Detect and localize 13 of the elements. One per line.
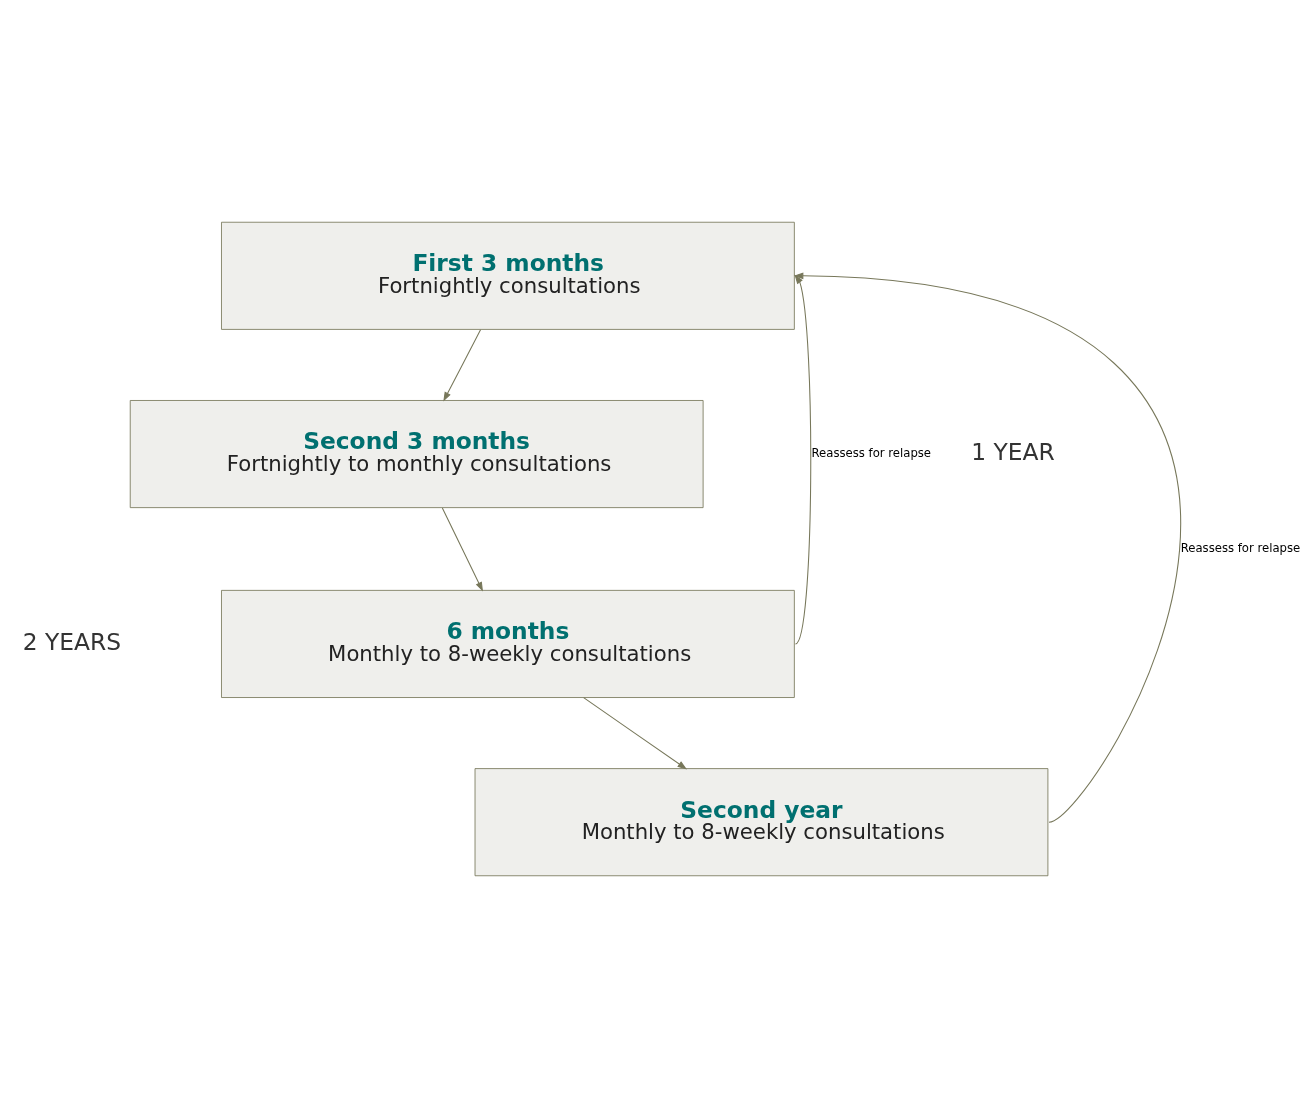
arrow: [582, 696, 687, 769]
edge-label: Reassess for relapse: [811, 445, 931, 460]
node-box: Second 3 months Fortnightly to monthly consultations: [129, 399, 704, 508]
edge-label: Reassess for relapse: [1180, 540, 1300, 555]
node-box: First 3 months Fortnightly consultations: [220, 221, 795, 330]
label: 2 YEARS: [22, 627, 121, 656]
node-box: Second year Monthly to 8-weekly consultations: [474, 767, 1048, 876]
arrow: [441, 506, 483, 592]
arrow: [794, 274, 811, 644]
label: 1 YEAR: [970, 437, 1055, 466]
node-box: 6 months Monthly to 8-weekly consultations: [220, 589, 795, 698]
arrow: [793, 272, 1180, 823]
arrow: [442, 328, 481, 402]
